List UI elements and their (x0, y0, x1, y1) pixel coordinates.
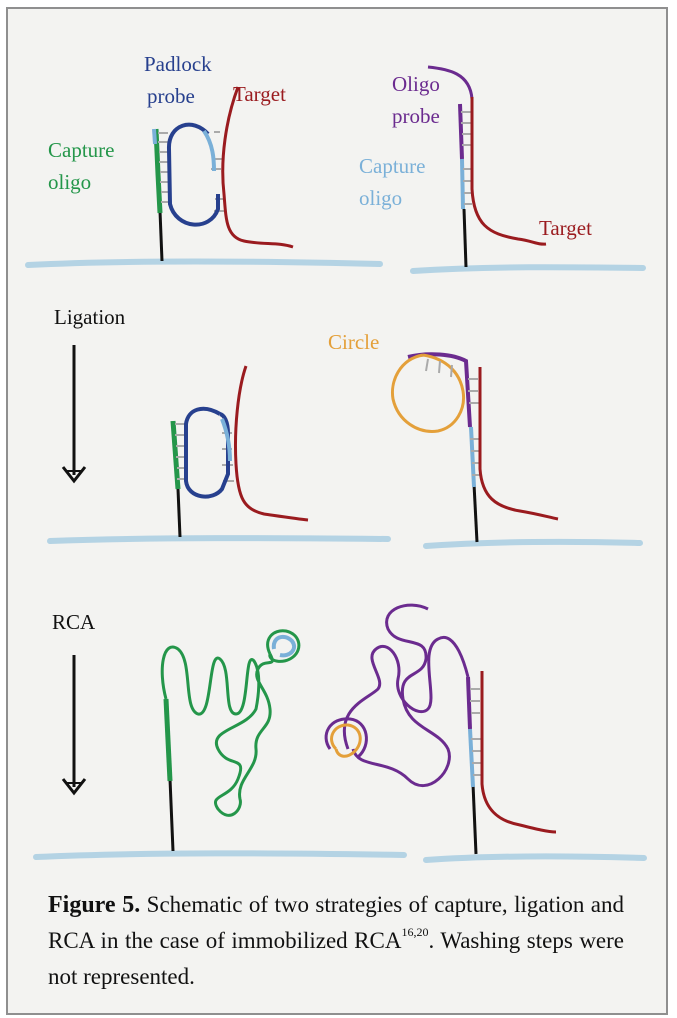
panel-rca: RCA (33, 603, 647, 863)
surface-right-3 (423, 853, 647, 863)
caption-text: Schematic of two strategies of capture, … (48, 892, 625, 953)
capture-oligo-left-3 (163, 698, 173, 782)
stem-right-1 (462, 208, 468, 268)
stem-right-2 (472, 483, 479, 543)
circle-right-2 (390, 353, 466, 433)
target-right-1 (470, 97, 547, 246)
label-target-left: Target (233, 82, 286, 106)
caption-refs: 16,20 (401, 925, 429, 939)
stem-left-2 (176, 488, 182, 538)
label-capture-right-2: oligo (359, 186, 402, 210)
label-capture-right-1: Capture (359, 154, 425, 178)
label-oligo-probe-2: probe (392, 104, 440, 128)
stem-left-1 (158, 210, 164, 262)
target-left-1 (221, 86, 294, 249)
capture-oligo-left-1 (153, 128, 163, 214)
figure-caption: Figure 5. Schematic of two strategies of… (48, 887, 624, 995)
schematic-diagram: Padlock probe Target Capture oligo Oligo… (25, 52, 647, 863)
surface-left-3 (33, 850, 407, 860)
down-arrow-rca-icon (61, 655, 87, 796)
surface-left-2 (47, 535, 391, 544)
basepair-ticks-right-3 (470, 688, 482, 776)
capture-oligo-right-1 (460, 158, 465, 210)
label-ligation: Ligation (54, 305, 126, 329)
rca-product-circle-light-left (271, 634, 297, 658)
padlock-probe-light-left-1 (202, 129, 216, 172)
rca-circle-right (330, 723, 362, 758)
panel-capture: Padlock probe Target Capture oligo Oligo… (25, 52, 646, 274)
target-right-2 (478, 367, 559, 521)
stem-right-3 (471, 783, 478, 855)
down-arrow-ligation-icon (61, 345, 87, 484)
label-circle: Circle (328, 330, 379, 354)
figure-number: Figure 5. (48, 892, 141, 918)
capture-oligo-right-2 (469, 426, 476, 488)
label-rca: RCA (52, 610, 96, 634)
surface-right-1 (410, 264, 646, 274)
rca-circle-outer-right (324, 717, 368, 759)
oligo-probe-right-1 (458, 103, 464, 160)
basepair-ticks-right-2 (425, 358, 481, 476)
oligo-probe-top-right-1 (427, 65, 474, 100)
stem-left-3 (168, 778, 175, 852)
label-capture-left-1: Capture (48, 138, 114, 162)
target-right-3 (480, 671, 557, 834)
padlock-probe-light-left-2 (220, 418, 232, 462)
label-padlock-2: probe (147, 84, 195, 108)
label-padlock-1: Padlock (144, 52, 212, 76)
surface-left-1 (25, 258, 383, 268)
label-oligo-probe-1: Oligo (392, 72, 440, 96)
capture-oligo-light-left-1 (152, 128, 157, 145)
panel-ligation: Ligation (47, 305, 643, 549)
surface-right-2 (423, 538, 643, 549)
padlock-probe-left-2 (184, 406, 230, 499)
caption-text-end: . Washing steps were not represented. (48, 928, 625, 989)
capture-oligo-right-3 (468, 728, 475, 788)
rca-product-left (160, 645, 274, 817)
target-left-2 (234, 365, 309, 522)
rca-product-circle-left (266, 629, 301, 663)
padlock-probe-left-1 (166, 122, 220, 227)
rca-product-right (342, 603, 470, 787)
label-capture-left-2: oligo (48, 170, 91, 194)
oligo-probe-right-3 (466, 676, 472, 730)
oligo-probe-right-2 (407, 352, 472, 428)
capture-oligo-left-2 (170, 420, 181, 490)
figure-panel: Padlock probe Target Capture oligo Oligo… (6, 7, 668, 1015)
label-target-right: Target (539, 216, 592, 240)
